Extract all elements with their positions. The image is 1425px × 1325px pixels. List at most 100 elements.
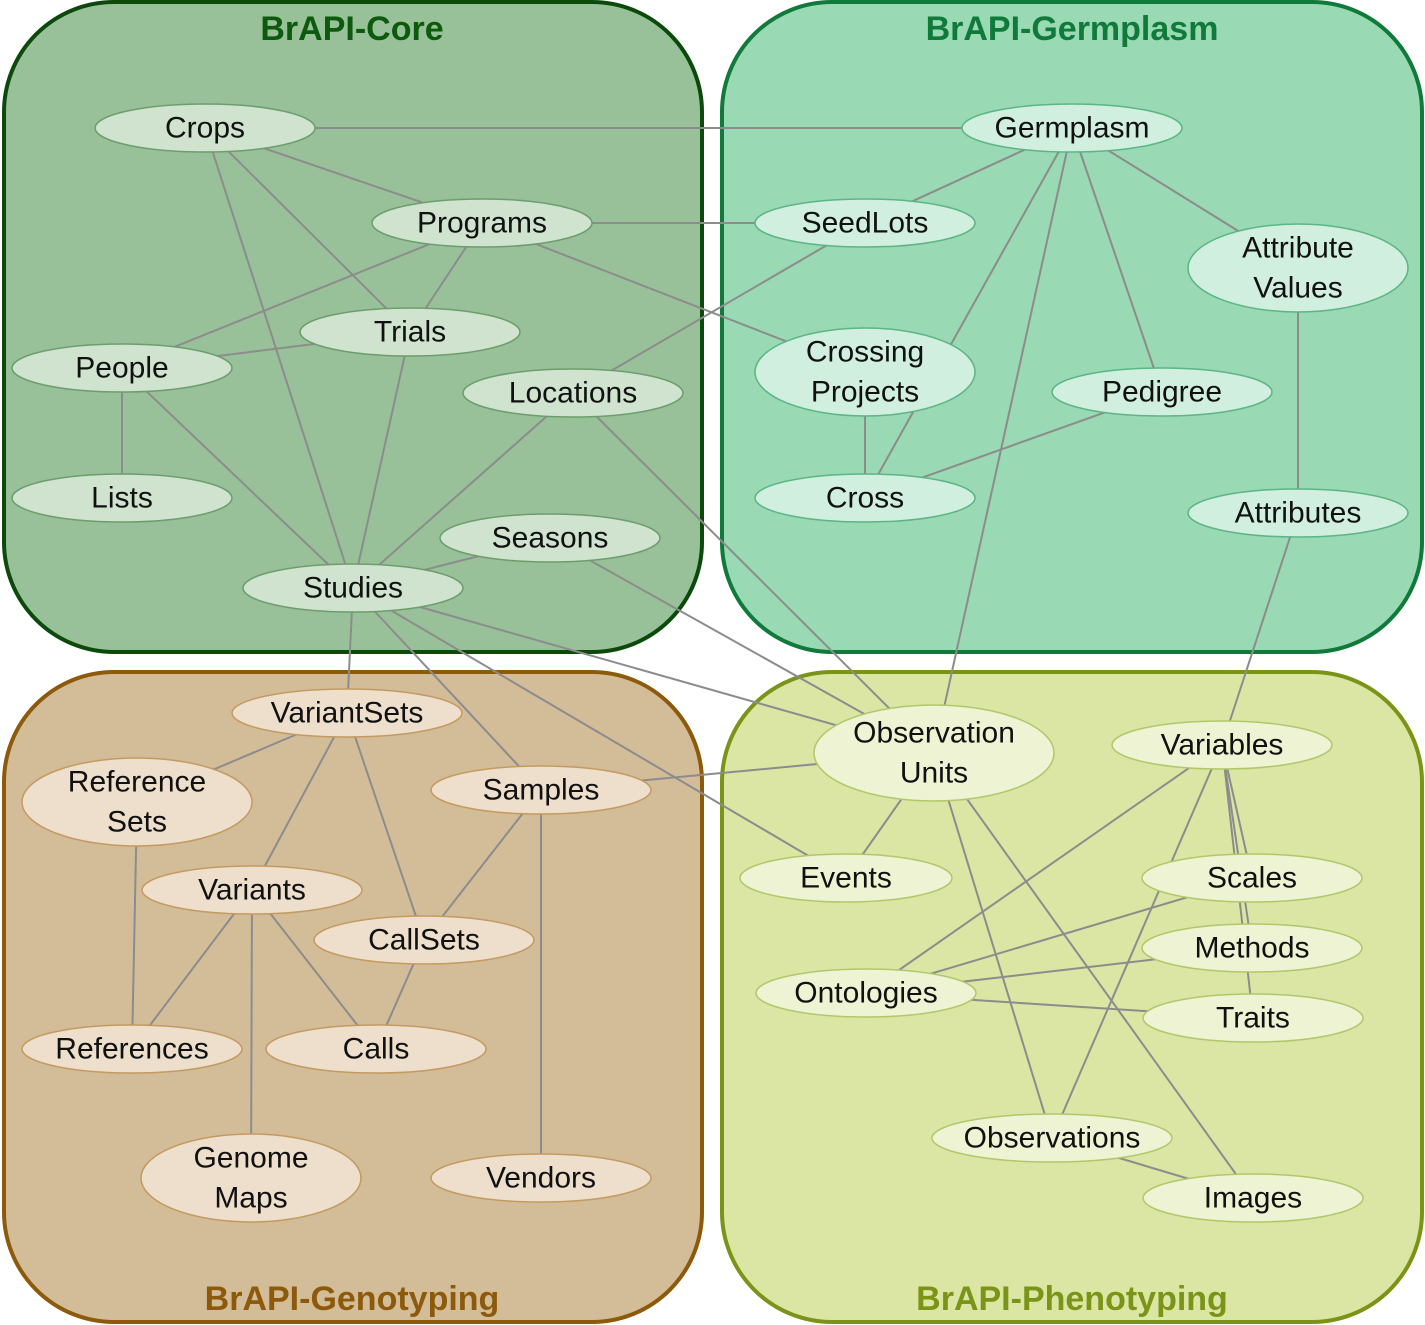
node-ellipse-traits — [1142, 993, 1364, 1043]
node-variables[interactable]: Variables — [1111, 720, 1333, 770]
node-events[interactable]: Events — [739, 853, 953, 903]
node-label-crops: Crops — [165, 112, 245, 145]
node-label-trials: Trials — [374, 316, 446, 349]
node-variantsets[interactable]: VariantSets — [231, 688, 463, 738]
node-vendors[interactable]: Vendors — [430, 1153, 652, 1203]
node-ellipse-seasons — [439, 513, 661, 563]
node-label-crossing-projects-2: Projects — [811, 376, 919, 409]
node-cross[interactable]: Cross — [754, 473, 976, 523]
node-ellipse-variants — [141, 865, 363, 915]
node-ellipse-locations — [462, 368, 684, 418]
node-ellipse-reference-sets — [21, 757, 253, 847]
edge-trials-studies — [352, 331, 411, 589]
node-label-calls: Calls — [343, 1033, 410, 1066]
node-seasons[interactable]: Seasons — [439, 513, 661, 563]
edge-variables-methods — [1221, 744, 1253, 949]
module-title-phenotyping: BrAPI-Phenotyping — [916, 1280, 1228, 1318]
node-label-reference-sets-2: Sets — [107, 806, 167, 839]
node-people[interactable]: People — [11, 343, 233, 393]
edge-variantsets-variants — [251, 712, 348, 891]
node-observations[interactable]: Observations — [931, 1113, 1173, 1163]
edge-germplasm-observation-units — [933, 127, 1073, 754]
node-studies[interactable]: Studies — [242, 563, 464, 613]
node-label-observations: Observations — [964, 1122, 1141, 1155]
edge-studies-events — [352, 587, 847, 879]
node-images[interactable]: Images — [1142, 1173, 1364, 1223]
node-label-cross: Cross — [826, 482, 904, 515]
node-label-crossing-projects-1: Crossing — [806, 336, 924, 369]
node-label-reference-sets-1: Reference — [68, 766, 206, 799]
node-ellipse-scales — [1141, 853, 1363, 903]
node-label-genome-maps-1: Genome — [193, 1142, 308, 1175]
module-box-phenotyping — [720, 670, 1424, 1324]
node-callsets[interactable]: CallSets — [313, 915, 535, 965]
node-samples[interactable]: Samples — [430, 765, 652, 815]
node-lists[interactable]: Lists — [11, 473, 233, 523]
node-label-pedigree: Pedigree — [1102, 376, 1222, 409]
node-label-traits: Traits — [1216, 1002, 1290, 1035]
node-ellipse-callsets — [313, 915, 535, 965]
node-ellipse-observation-units — [813, 704, 1055, 802]
node-label-events: Events — [800, 862, 892, 895]
node-ellipse-vendors — [430, 1153, 652, 1203]
edge-germplasm-pedigree — [1071, 127, 1163, 393]
node-ellipse-germplasm — [961, 103, 1183, 153]
edge-locations-observation-units — [572, 392, 935, 754]
edge-crops-trials — [204, 127, 411, 333]
node-references[interactable]: References — [21, 1024, 243, 1074]
edge-locations-seedlots — [572, 222, 866, 394]
edge-observation-units-images — [933, 752, 1254, 1199]
node-ontologies[interactable]: Ontologies — [755, 968, 977, 1018]
node-variants[interactable]: Variants — [141, 865, 363, 915]
node-ellipse-pedigree — [1051, 367, 1273, 417]
module-box-germplasm — [720, 0, 1424, 654]
node-label-scales: Scales — [1207, 862, 1297, 895]
edge-people-studies — [121, 367, 354, 589]
node-ellipse-variantsets — [231, 688, 463, 738]
node-ellipse-studies — [242, 563, 464, 613]
node-label-attributes: Attributes — [1235, 497, 1362, 530]
node-locations[interactable]: Locations — [462, 368, 684, 418]
node-traits[interactable]: Traits — [1142, 993, 1364, 1043]
node-label-locations: Locations — [509, 377, 637, 410]
node-scales[interactable]: Scales — [1141, 853, 1363, 903]
node-pedigree[interactable]: Pedigree — [1051, 367, 1273, 417]
node-ellipse-attributes — [1187, 488, 1409, 538]
node-trials[interactable]: Trials — [299, 307, 521, 357]
node-ellipse-calls — [265, 1024, 487, 1074]
node-label-lists: Lists — [91, 482, 153, 515]
node-methods[interactable]: Methods — [1141, 923, 1363, 973]
node-ellipse-variables — [1111, 720, 1333, 770]
edge-germplasm-cross — [864, 127, 1073, 499]
node-calls[interactable]: Calls — [265, 1024, 487, 1074]
node-ellipse-lists — [11, 473, 233, 523]
edge-variantsets-callsets — [346, 712, 425, 941]
edge-variables-ontologies — [865, 744, 1223, 994]
node-label-studies: Studies — [303, 572, 403, 605]
node-germplasm[interactable]: Germplasm — [961, 103, 1183, 153]
node-ellipse-trials — [299, 307, 521, 357]
node-attributes[interactable]: Attributes — [1187, 488, 1409, 538]
node-programs[interactable]: Programs — [371, 198, 593, 248]
node-ellipse-crops — [94, 103, 316, 153]
node-crops[interactable]: Crops — [94, 103, 316, 153]
node-label-attribute-values-2: Values — [1253, 272, 1343, 305]
node-ellipse-seedlots — [754, 198, 976, 248]
node-seedlots[interactable]: SeedLots — [754, 198, 976, 248]
node-label-observation-units-2: Units — [900, 757, 968, 790]
node-ellipse-references — [21, 1024, 243, 1074]
node-label-genome-maps-2: Maps — [214, 1182, 287, 1215]
node-ellipse-people — [11, 343, 233, 393]
node-ellipse-ontologies — [755, 968, 977, 1018]
node-label-variables: Variables — [1161, 729, 1284, 762]
node-ellipse-observations — [931, 1113, 1173, 1163]
node-label-methods: Methods — [1194, 932, 1309, 965]
node-ellipse-events — [739, 853, 953, 903]
module-title-core: BrAPI-Core — [260, 10, 443, 48]
